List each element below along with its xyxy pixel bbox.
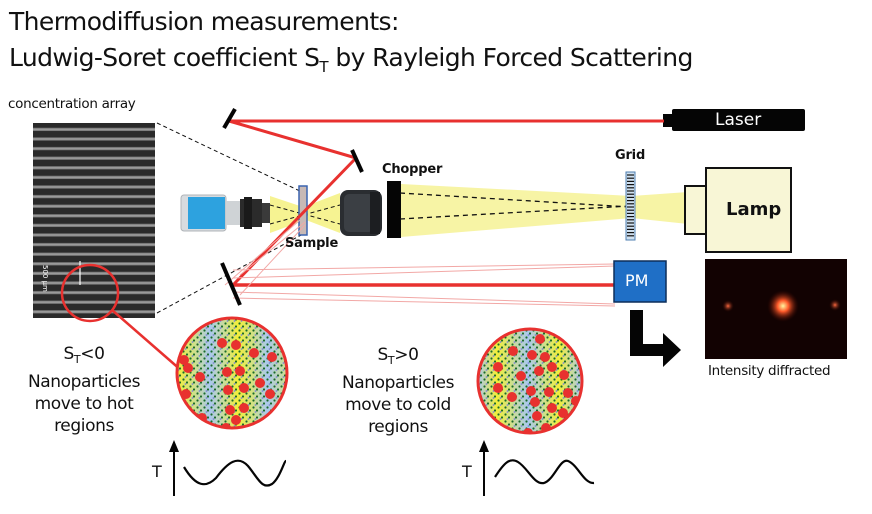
negative-case-line: Nanoparticles <box>27 372 141 392</box>
soret-subscript: T <box>73 353 81 366</box>
axis-arrow-icon <box>479 440 489 452</box>
title-line-1-text: Thermodiffusion measurements: <box>9 7 399 36</box>
nanoparticle <box>493 383 503 393</box>
nanoparticle <box>523 428 533 433</box>
nanoparticle <box>239 383 249 393</box>
nanoparticle-circle-positive <box>476 327 584 435</box>
nanoparticle <box>231 340 241 350</box>
nanoparticle <box>532 411 542 421</box>
nanoparticle <box>179 355 189 365</box>
nanoparticle <box>255 378 265 388</box>
nanoparticle <box>507 392 517 402</box>
nanoparticle <box>239 403 249 413</box>
nanoparticle <box>544 387 554 397</box>
concentration-array-image <box>33 123 155 318</box>
mirror-bottom <box>220 262 242 306</box>
temperature-graph-positive <box>479 440 595 496</box>
zoom-circle <box>60 263 120 323</box>
nanoparticle <box>540 352 550 362</box>
negative-case-line: move to hot <box>34 394 134 414</box>
nanoparticle <box>558 408 568 418</box>
nanoparticle <box>516 371 526 381</box>
title-line-2: Ludwig-Soret coefficient ST by Rayleigh … <box>9 43 693 82</box>
soret-subscript: T <box>387 354 395 367</box>
soret-symbol: S <box>377 345 389 365</box>
nanoparticle <box>183 363 193 373</box>
positive-case-line: regions <box>368 417 428 437</box>
nanoparticle <box>535 334 545 344</box>
concentration-array-label: concentration array <box>8 96 136 112</box>
nanoparticle <box>231 415 241 425</box>
negative-case-description: ST<0 Nanoparticles move to hot regions <box>20 343 148 437</box>
title-subscript: T <box>319 58 328 76</box>
mirror-top <box>222 107 237 130</box>
diffraction-image <box>705 259 847 359</box>
nanoparticle-circle-negative <box>175 316 289 430</box>
nanoparticle <box>534 366 544 376</box>
chopper <box>387 181 401 238</box>
nanoparticle <box>563 388 573 398</box>
nanoparticle <box>221 423 231 428</box>
nanoparticle <box>225 405 235 415</box>
nanoparticle <box>249 348 259 358</box>
grid-element <box>625 171 636 241</box>
nanoparticle <box>265 389 275 399</box>
laser <box>663 109 805 131</box>
laser-beam <box>224 119 664 307</box>
pm-label: PM <box>625 271 649 290</box>
projection-line-top <box>156 122 303 193</box>
soret-relation: <0 <box>80 344 105 364</box>
beam-guide-line <box>399 205 631 220</box>
lamp-beam-camera <box>270 196 300 233</box>
zoom-connector-line <box>111 309 183 372</box>
nanoparticle <box>508 346 518 356</box>
laser-label: Laser <box>715 110 762 130</box>
positive-case-line: move to cold <box>345 395 451 415</box>
soret-positive-relation: ST>0 <box>331 344 465 372</box>
positive-case-line: Nanoparticles <box>341 373 455 393</box>
arrow-icon <box>630 310 681 367</box>
nanoparticle <box>493 362 503 372</box>
temperature-wave <box>494 459 595 485</box>
chopper-label: Chopper <box>382 162 443 177</box>
axis-arrow-icon <box>169 440 179 452</box>
nanoparticle <box>526 386 536 396</box>
nanoparticle <box>223 385 233 395</box>
temperature-graph-negative <box>169 440 288 496</box>
objective-lens-icon <box>340 190 382 236</box>
beam-guide-line <box>399 192 631 208</box>
temperature-wave <box>183 459 288 487</box>
nanoparticle <box>547 403 557 413</box>
soret-negative-relation: ST<0 <box>20 343 148 371</box>
nanoparticle <box>559 370 569 380</box>
lamp-label: Lamp <box>726 199 782 220</box>
grid-label: Grid <box>615 148 646 163</box>
nanoparticle <box>222 367 232 377</box>
soret-symbol: S <box>63 344 75 364</box>
nanoparticle <box>195 372 205 382</box>
nanoparticle <box>235 366 245 376</box>
nanoparticle <box>547 362 557 372</box>
sample-label: Sample <box>285 236 339 251</box>
mirror-middle <box>350 149 364 173</box>
lamp <box>684 167 792 253</box>
nanoparticle <box>527 350 537 360</box>
temperature-axis-label: T <box>152 462 162 481</box>
negative-case-line: regions <box>54 416 114 436</box>
title-line-2-suffix: by Rayleigh Forced Scattering <box>328 43 693 72</box>
positive-case-description: ST>0 Nanoparticles move to cold regions <box>331 344 465 438</box>
camera-icon <box>180 194 270 232</box>
soret-relation: >0 <box>394 345 419 365</box>
temperature-axis-label: T <box>462 462 472 481</box>
nanoparticle <box>217 338 227 348</box>
title-line-1: Thermodiffusion measurements: <box>9 7 399 37</box>
photomultiplier-box <box>613 260 667 303</box>
nanoparticle <box>267 352 277 362</box>
nanoparticle <box>530 397 540 407</box>
title-line-2-prefix: Ludwig-Soret coefficient S <box>9 43 320 72</box>
scale-bar-label: 500 µm <box>41 265 49 292</box>
projection-line-bottom <box>156 233 304 314</box>
intensity-diffracted-label: Intensity diffracted <box>708 363 831 379</box>
